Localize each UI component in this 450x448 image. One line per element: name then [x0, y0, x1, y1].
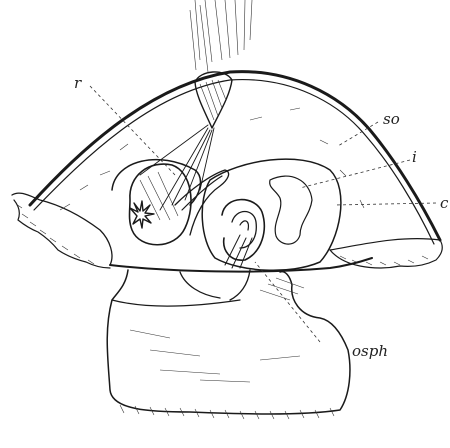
label-so: so — [383, 110, 400, 128]
foot — [107, 270, 350, 419]
label-osph: osph — [352, 342, 388, 360]
shell — [30, 72, 440, 244]
label-i: i — [412, 148, 417, 166]
label-r: r — [74, 74, 82, 92]
label-c: c — [440, 194, 449, 212]
background-hatching — [190, 0, 252, 72]
